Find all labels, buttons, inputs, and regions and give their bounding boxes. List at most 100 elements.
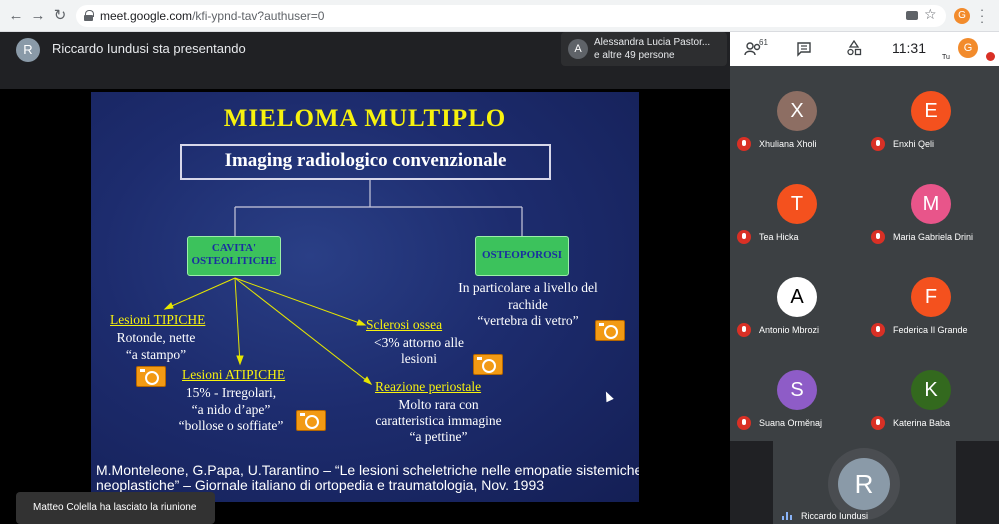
camera-image-icon (296, 410, 326, 431)
participant-avatar: K (911, 370, 951, 410)
camera-image-icon (595, 320, 625, 341)
people-count: 61 (759, 38, 768, 47)
activities-icon[interactable] (846, 40, 862, 56)
osteo-line2: rachide (508, 297, 548, 312)
reazione-line3: “a pettine” (409, 429, 468, 444)
self-label: Tu (942, 54, 950, 61)
audio-level-icon (782, 512, 792, 520)
meeting-clock: 11:31 (892, 40, 926, 56)
participant-name: Enxhi Qeli (893, 139, 935, 149)
box-cavita-line1: CAVITA' (211, 242, 257, 254)
tipiche-heading: Lesioni TIPICHE (110, 312, 206, 327)
citation-line1: M.Monteleone, G.Papa, U.Tarantino – “Le … (96, 462, 639, 478)
box-cavita-line2: OSTEOLITICHE (191, 255, 277, 267)
participant-name: Antonio Mbrozi (759, 325, 820, 335)
participant-tile[interactable]: K Katerina Baba (864, 345, 998, 438)
presenter-tile-avatar: R (838, 458, 890, 510)
notification-line2: e altre 49 persone (594, 50, 675, 61)
url-text: meet.google.com/kfi-ypnd-tav?authuser=0 (100, 9, 324, 23)
arrow-left-icon[interactable]: ← (8, 7, 24, 24)
participant-tile[interactable]: A Antonio Mbrozi (730, 252, 864, 345)
box-cavita (187, 236, 281, 276)
presenter-tile-name: Riccardo Iundusi (801, 511, 869, 521)
subtitle-box (180, 144, 551, 180)
camera-image-icon (136, 366, 166, 387)
join-notification[interactable] (561, 32, 727, 66)
mic-off-icon (871, 230, 885, 244)
arrow-right-icon[interactable]: → (30, 7, 46, 24)
osteo-line3: “vertebra di vetro” (477, 313, 579, 328)
self-avatar[interactable]: G (958, 38, 978, 58)
participant-name: Tea Hicka (759, 232, 799, 242)
participant-tile[interactable]: S Suana Orměnaj (730, 345, 864, 438)
slide-citation: M.Monteleone, G.Papa, U.Tarantino – “Le … (96, 463, 639, 493)
leave-toast (16, 492, 215, 524)
atipiche-line2: “a nido d’ape” (191, 402, 271, 417)
osteo-line1: In particolare a livello del (458, 280, 598, 295)
reazione-line2: caratteristica immagine (375, 413, 502, 428)
url-path: /kfi-ypnd-tav?authuser=0 (192, 9, 325, 23)
mic-off-icon (986, 52, 995, 61)
mic-off-icon (871, 137, 885, 151)
mic-off-icon (737, 323, 751, 337)
participant-tile[interactable]: X Xhuliana Xholi (730, 66, 864, 159)
citation-line2: neoplastiche” – Giornale italiano di ort… (96, 477, 545, 493)
reazione-line1: Molto rara con (398, 397, 479, 412)
more-menu-icon[interactable]: ··· (979, 2, 985, 29)
mic-off-icon (737, 137, 751, 151)
participant-tile[interactable]: F Federica Il Grande (864, 252, 998, 345)
meet-top-bar (730, 32, 999, 66)
box-osteoporosi-label: OSTEOPOROSI (481, 249, 563, 261)
presenter-avatar: R (16, 38, 40, 62)
atipiche-heading: Lesioni ATIPICHE (182, 367, 286, 382)
mic-off-icon (737, 416, 751, 430)
presentation-slide: MIELOMA MULTIPLO Imaging radiologico con… (91, 92, 639, 502)
participant-tile[interactable]: M Maria Gabriela Drini (864, 159, 998, 252)
participant-avatar: F (911, 277, 951, 317)
box-cavita-label: CAVITA' OSTEOLITICHE (187, 242, 281, 268)
participant-name: Xhuliana Xholi (759, 139, 817, 149)
chat-icon[interactable] (796, 41, 812, 57)
people-icon[interactable] (744, 41, 770, 57)
camera-icon[interactable] (906, 11, 918, 20)
browser-toolbar: ← → ↻ meet.google.com/kfi-ypnd-tav?authu… (0, 0, 999, 32)
reazione-heading: Reazione periostale (375, 379, 482, 394)
participant-name: Katerina Baba (893, 418, 951, 428)
participant-avatar: A (777, 277, 817, 317)
sclerosi-heading: Sclerosi ossea (366, 317, 443, 332)
url-domain: meet.google.com (100, 9, 193, 23)
reload-icon[interactable]: ↻ (53, 7, 67, 24)
participant-avatar: X (777, 91, 817, 131)
participant-grid (730, 66, 999, 441)
address-bar[interactable]: meet.google.com/kfi-ypnd-tav?authuser=0 … (76, 5, 946, 27)
tipiche-line2: “a stampo” (125, 347, 187, 362)
slide-subtitle: Imaging radiologico convenzionale (224, 150, 507, 171)
participant-tile[interactable]: E Enxhi Qeli (864, 66, 998, 159)
presenter-status: Riccardo Iundusi sta presentando (52, 41, 246, 56)
box-osteoporosi (475, 236, 569, 276)
participant-tile[interactable]: T Tea Hicka (730, 159, 864, 252)
notification-line1: Alessandra Lucia Pastor... (594, 37, 711, 48)
mic-off-icon (871, 416, 885, 430)
tipiche-line1: Rotonde, nette (116, 330, 196, 345)
mic-off-icon (871, 323, 885, 337)
sclerosi-line1: <3% attorno alle (373, 335, 465, 350)
slide-title: MIELOMA MULTIPLO (223, 105, 507, 132)
camera-image-icon (473, 354, 503, 375)
lock-icon (84, 10, 94, 21)
sclerosi-line2: lesioni (401, 351, 437, 366)
participant-name: Federica Il Grande (893, 325, 968, 335)
participant-avatar: E (911, 91, 951, 131)
participant-avatar: M (911, 184, 951, 224)
participant-avatar: S (777, 370, 817, 410)
participant-name: Suana Orměnaj (759, 418, 823, 428)
browser-profile-avatar[interactable]: G (954, 8, 970, 24)
toast-message: Matteo Colella ha lasciato la riunione (33, 502, 197, 513)
notification-avatar: A (568, 39, 588, 59)
star-icon[interactable]: ☆ (924, 6, 937, 22)
participant-name: Maria Gabriela Drini (893, 232, 974, 242)
atipiche-line1: 15% - Irregolari, (185, 385, 277, 400)
participant-avatar: T (777, 184, 817, 224)
mic-off-icon (737, 230, 751, 244)
atipiche-line3: “bollose o soffiate” (178, 418, 284, 433)
